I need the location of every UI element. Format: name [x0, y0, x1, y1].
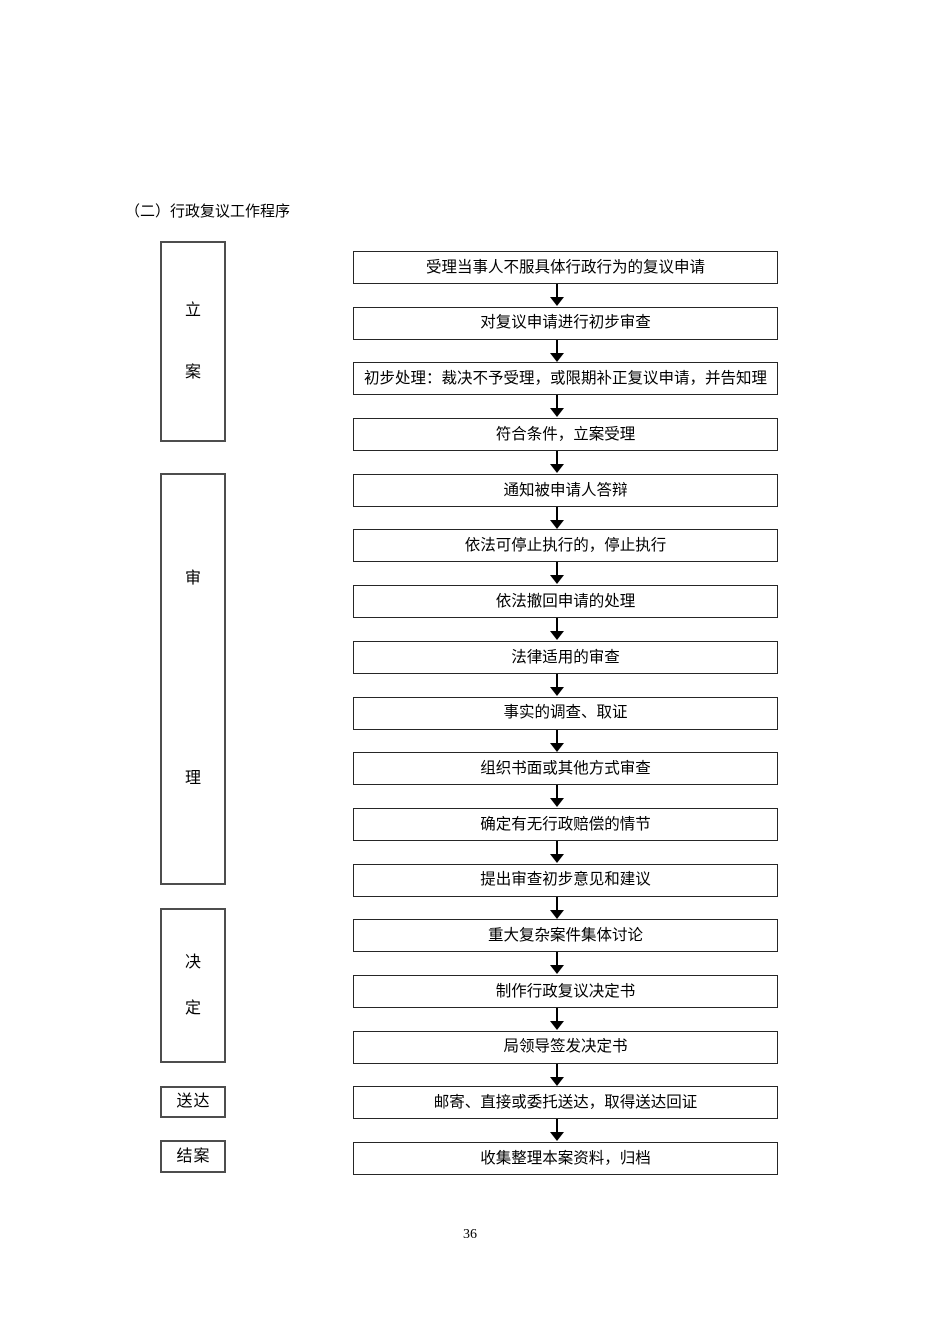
flow-step-box: 通知被申请人答辩: [353, 473, 778, 507]
flow-step-box: 制作行政复议决定书: [353, 974, 778, 1008]
arrow-down-icon: [353, 506, 778, 530]
stage-label-char: 案: [184, 363, 201, 381]
flow-step-box: 事实的调查、取证: [353, 696, 778, 730]
stage-box-delivery: 送达: [160, 1086, 226, 1118]
flow-step-box: 受理当事人不服具体行政行为的复议申请: [353, 251, 778, 284]
arrow-down-icon: [353, 1007, 778, 1031]
stage-box-review: 审理: [160, 473, 226, 885]
flow-step-box: 局领导签发决定书: [353, 1030, 778, 1064]
flow-step-box: 法律适用的审查: [353, 640, 778, 674]
stage-label-char: 结: [176, 1147, 193, 1165]
stage-label-char: 案: [193, 1147, 210, 1165]
flow-step-box: 收集整理本案资料，归档: [353, 1142, 778, 1175]
stage-label-char: 达: [193, 1093, 210, 1110]
arrow-down-icon: [353, 840, 778, 864]
arrow-down-icon: [353, 339, 778, 363]
arrow-down-icon: [353, 562, 778, 585]
arrow-down-icon: [353, 729, 778, 753]
flow-step-box: 提出审查初步意见和建议: [353, 863, 778, 897]
arrow-down-icon: [353, 451, 778, 474]
flow-step-box: 依法撤回申请的处理: [353, 585, 778, 619]
flowchart-column: 受理当事人不服具体行政行为的复议申请对复议申请进行初步审查初步处理：裁决不予受理…: [353, 251, 778, 1175]
flow-step-box: 对复议申请进行初步审查: [353, 306, 778, 340]
arrow-down-icon: [353, 1063, 778, 1087]
arrow-down-icon: [353, 395, 778, 418]
flow-step-box: 初步处理：裁决不予受理，或限期补正复议申请，并告知理: [353, 362, 778, 396]
stage-label-char: 定: [184, 999, 201, 1017]
section-title: （二）行政复议工作程序: [125, 204, 291, 220]
page-number: 36: [463, 1227, 477, 1242]
flow-step-box: 组织书面或其他方式审查: [353, 752, 778, 786]
stage-label-char: 送: [176, 1093, 193, 1110]
arrow-down-icon: [353, 1119, 778, 1142]
stage-label-char: 审: [184, 570, 201, 587]
arrow-down-icon: [353, 896, 778, 920]
flow-step-box: 邮寄、直接或委托送达，取得送达回证: [353, 1086, 778, 1120]
arrow-down-icon: [353, 673, 778, 697]
arrow-down-icon: [353, 284, 778, 307]
stage-label-char: 理: [184, 770, 201, 787]
stage-box-decision: 决定: [160, 908, 226, 1063]
arrow-down-icon: [353, 952, 778, 975]
flow-step-box: 重大复杂案件集体讨论: [353, 919, 778, 953]
flow-step-box: 符合条件，立案受理: [353, 418, 778, 452]
stage-label-char: 立: [184, 301, 201, 319]
arrow-down-icon: [353, 618, 778, 641]
arrow-down-icon: [353, 785, 778, 808]
flow-step-box: 依法可停止执行的，停止执行: [353, 529, 778, 563]
stage-box-closing: 结案: [160, 1140, 226, 1173]
stage-label-char: 决: [184, 953, 201, 971]
stage-box-filing: 立案: [160, 241, 226, 442]
flow-step-box: 确定有无行政赔偿的情节: [353, 807, 778, 841]
